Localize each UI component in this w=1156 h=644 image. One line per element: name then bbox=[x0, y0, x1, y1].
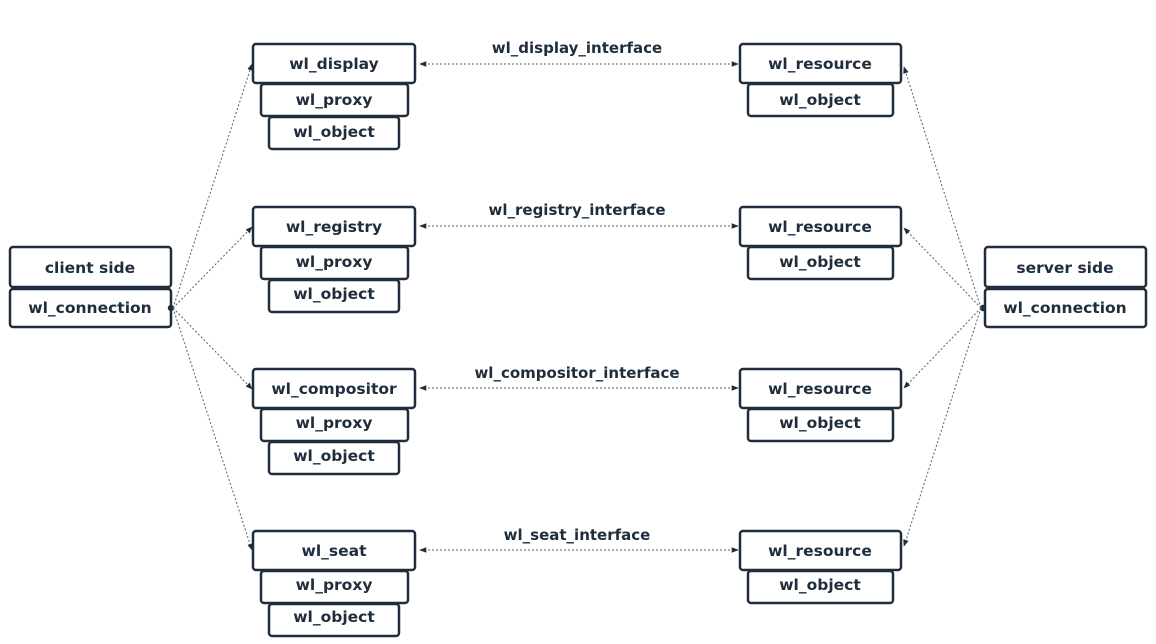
resource-display[interactable]: wl_resource bbox=[738, 42, 903, 85]
interface-label-compositor: wl_compositor_interface bbox=[474, 364, 679, 382]
server-connection-dot bbox=[979, 304, 987, 312]
client-link-seat bbox=[172, 307, 253, 551]
server-link-seat bbox=[903, 307, 982, 547]
svg-text:wl_object: wl_object bbox=[293, 447, 375, 465]
proxy-registry[interactable]: wl_proxy bbox=[259, 245, 410, 281]
client-object-registry[interactable]: wl_registry bbox=[251, 205, 417, 248]
proxy-display[interactable]: wl_proxy bbox=[259, 82, 410, 118]
client-connection-dot bbox=[167, 304, 175, 312]
svg-text:wl_proxy: wl_proxy bbox=[296, 253, 373, 271]
server-side-box bbox=[983, 245, 1148, 289]
client-link-display bbox=[172, 63, 253, 309]
svg-text:wl_object: wl_object bbox=[293, 285, 375, 303]
server-link-display bbox=[903, 66, 982, 309]
object-compositor[interactable]: wl_object bbox=[267, 440, 401, 476]
client-connection-label: wl_connection bbox=[28, 299, 151, 317]
resource-registry[interactable]: wl_resource bbox=[738, 205, 903, 248]
proxy-compositor[interactable]: wl_proxy bbox=[259, 407, 410, 443]
server-side-node[interactable]: server side wl_connection bbox=[979, 245, 1148, 329]
svg-text:wl_resource: wl_resource bbox=[768, 218, 872, 236]
pair-seat: wl_seat_interface wl_seat wl_proxy wl_ob… bbox=[172, 307, 982, 638]
resource-object-registry[interactable]: wl_object bbox=[746, 245, 895, 281]
resource-object-seat[interactable]: wl_object bbox=[746, 569, 895, 605]
resource-object-display[interactable]: wl_object bbox=[746, 82, 895, 118]
svg-text:wl_object: wl_object bbox=[779, 91, 861, 109]
pair-display: wl_display_interface wl_display wl_proxy… bbox=[172, 39, 982, 309]
object-seat[interactable]: wl_object bbox=[267, 602, 401, 638]
svg-text:wl_resource: wl_resource bbox=[768, 380, 872, 398]
svg-text:wl_resource: wl_resource bbox=[768, 542, 872, 560]
svg-text:wl_proxy: wl_proxy bbox=[296, 576, 373, 594]
interface-label-registry: wl_registry_interface bbox=[489, 201, 666, 219]
svg-text:wl_object: wl_object bbox=[779, 576, 861, 594]
interface-label-seat: wl_seat_interface bbox=[504, 526, 651, 544]
svg-text:wl_seat: wl_seat bbox=[302, 542, 368, 560]
svg-text:wl_compositor: wl_compositor bbox=[271, 380, 397, 398]
server-link-compositor bbox=[903, 307, 982, 389]
svg-text:wl_proxy: wl_proxy bbox=[296, 414, 373, 432]
svg-text:wl_object: wl_object bbox=[293, 123, 375, 141]
resource-compositor[interactable]: wl_resource bbox=[738, 367, 903, 410]
client-side-title: client side bbox=[45, 259, 135, 277]
client-side-node[interactable]: client side wl_connection bbox=[8, 245, 175, 329]
client-object-display[interactable]: wl_display bbox=[251, 42, 417, 85]
proxy-seat[interactable]: wl_proxy bbox=[259, 569, 410, 605]
server-side-title: server side bbox=[1016, 259, 1113, 277]
svg-text:wl_object: wl_object bbox=[779, 253, 861, 271]
pair-registry: wl_registry_interface wl_registry wl_pro… bbox=[172, 201, 982, 314]
svg-text:wl_resource: wl_resource bbox=[768, 55, 872, 73]
resource-object-compositor[interactable]: wl_object bbox=[746, 407, 895, 443]
server-connection-label: wl_connection bbox=[1003, 299, 1126, 317]
server-link-registry bbox=[903, 227, 982, 309]
svg-text:wl_display: wl_display bbox=[289, 55, 379, 73]
svg-text:wl_object: wl_object bbox=[293, 608, 375, 626]
object-registry[interactable]: wl_object bbox=[267, 278, 401, 314]
pair-compositor: wl_compositor_interface wl_compositor wl… bbox=[172, 307, 982, 476]
client-side-box bbox=[8, 245, 173, 289]
client-link-registry bbox=[172, 226, 253, 309]
client-link-compositor bbox=[172, 307, 253, 390]
interface-label-display: wl_display_interface bbox=[492, 39, 662, 57]
object-display[interactable]: wl_object bbox=[267, 115, 401, 151]
svg-text:wl_proxy: wl_proxy bbox=[296, 91, 373, 109]
svg-text:wl_object: wl_object bbox=[779, 414, 861, 432]
client-object-seat[interactable]: wl_seat bbox=[251, 529, 417, 572]
client-object-compositor[interactable]: wl_compositor bbox=[251, 367, 417, 410]
resource-seat[interactable]: wl_resource bbox=[738, 529, 903, 572]
svg-text:wl_registry: wl_registry bbox=[286, 218, 382, 236]
